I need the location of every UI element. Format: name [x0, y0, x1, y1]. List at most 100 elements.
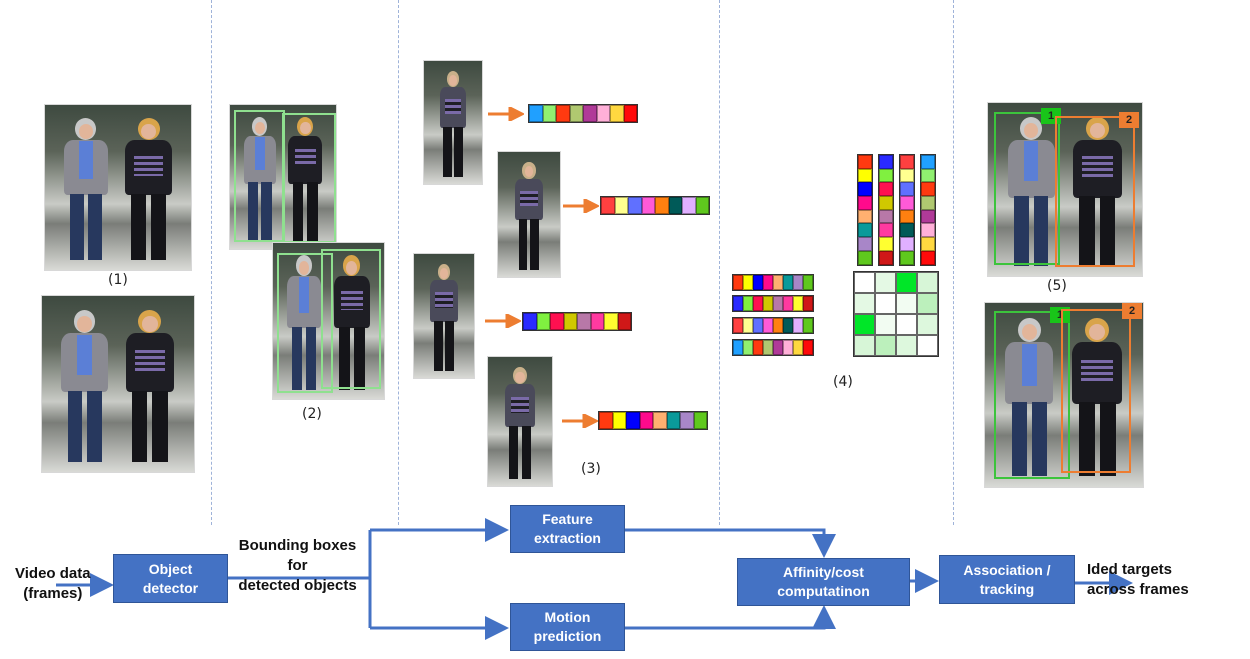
track-bbox-1	[994, 311, 1070, 479]
feature-cell	[858, 196, 872, 210]
feature-cell	[753, 296, 763, 311]
track-id-tag: 1	[1050, 307, 1070, 323]
feature-cell	[921, 209, 935, 224]
feature-cell	[900, 155, 914, 169]
feature-cell	[612, 412, 626, 429]
feature-cell	[921, 182, 935, 197]
feature-cell	[773, 275, 783, 290]
stage-divider	[953, 0, 954, 525]
feature-cell	[858, 182, 872, 197]
feature-cell	[858, 209, 872, 224]
stage-divider	[211, 0, 212, 525]
feature-cell	[858, 237, 872, 251]
pedestrian-figure	[436, 70, 471, 179]
pedestrian-figure	[998, 317, 1061, 480]
stage-label-4: (4)	[833, 374, 853, 390]
affinity-cell	[917, 314, 938, 335]
feature-cell	[763, 318, 773, 333]
output-label: Ided targets across frames	[1087, 561, 1189, 598]
feature-cell	[695, 197, 709, 214]
feature-cell	[617, 313, 631, 330]
affinity-cell	[854, 335, 875, 356]
feature-vector-row	[732, 274, 814, 291]
video-frame-1	[44, 104, 192, 271]
feature-cell	[900, 196, 914, 210]
feature-cell	[900, 182, 914, 197]
feature-cell	[879, 182, 893, 197]
feature-vector	[598, 411, 708, 430]
pedestrian-figure	[1065, 116, 1130, 269]
affinity-cell	[854, 293, 875, 314]
pedestrian-figure	[57, 118, 115, 263]
video-frame-2	[41, 295, 195, 473]
feature-cell	[879, 250, 893, 265]
feature-cell	[523, 313, 537, 330]
feature-cell	[879, 155, 893, 169]
feature-cell	[733, 275, 743, 290]
feature-cell	[879, 209, 893, 224]
feature-vector-row	[732, 317, 814, 334]
feature-cell	[773, 318, 783, 333]
crop-person-1a	[497, 151, 561, 278]
feature-vector	[528, 104, 638, 123]
feature-cell	[626, 412, 640, 429]
feature-cell	[900, 237, 914, 251]
feature-cell	[569, 105, 583, 122]
feature-cell	[900, 223, 914, 238]
pedestrian-figure	[282, 255, 326, 392]
pedestrian-figure	[329, 255, 376, 392]
stage-label-3: (3)	[581, 461, 601, 477]
feature-cell	[743, 340, 753, 355]
feature-cell	[921, 237, 935, 251]
feature-cell	[614, 197, 628, 214]
feature-cell	[783, 340, 793, 355]
feature-cell	[743, 275, 753, 290]
feature-cell	[858, 250, 872, 265]
feature-cell	[921, 250, 935, 265]
feature-cell	[763, 296, 773, 311]
feature-cell	[900, 168, 914, 183]
affinity-cell	[875, 293, 896, 314]
tracked-frame-1: 1 2	[987, 102, 1143, 277]
feature-cell	[803, 340, 813, 355]
feature-cell	[733, 318, 743, 333]
feature-cell	[610, 105, 624, 122]
feature-cell	[803, 275, 813, 290]
feature-cell	[550, 313, 564, 330]
feature-cell	[601, 197, 615, 214]
feature-cell	[536, 313, 550, 330]
feature-cell	[639, 412, 653, 429]
track-id-tag: 2	[1122, 303, 1142, 319]
input-label: Video data (frames)	[15, 565, 91, 602]
affinity-cell	[875, 272, 896, 293]
orange-arrow-icon	[488, 107, 524, 121]
feature-vector-row	[732, 339, 814, 356]
feature-cell	[733, 340, 743, 355]
pedestrian-figure	[510, 162, 547, 272]
affinity-cell	[896, 335, 917, 356]
feature-cell	[641, 197, 655, 214]
association-tracking-box: Association / tracking	[939, 555, 1075, 604]
detection-bbox	[234, 110, 285, 242]
feature-cell	[743, 318, 753, 333]
stage-label-2: (2)	[302, 406, 322, 422]
feature-vector-column	[920, 154, 936, 266]
feature-cell	[879, 223, 893, 238]
orange-arrow-icon	[485, 314, 521, 328]
pedestrian-figure	[501, 367, 539, 481]
affinity-cell	[917, 335, 938, 356]
motion-prediction-box: Motion prediction	[510, 603, 625, 651]
track-id-tag: 2	[1119, 112, 1139, 128]
bbox-label: Bounding boxes for detected objects	[238, 537, 357, 594]
detection-bbox	[321, 249, 381, 389]
affinity-cell	[896, 314, 917, 335]
affinity-computation-box: Affinity/cost computatinon	[737, 558, 910, 606]
feature-cell	[743, 296, 753, 311]
arrow-motion-to-affinity	[625, 605, 836, 630]
feature-cell	[753, 275, 763, 290]
feature-cell	[858, 168, 872, 183]
track-bbox-2	[1061, 309, 1131, 473]
pedestrian-figure	[1000, 116, 1062, 269]
affinity-cell	[917, 293, 938, 314]
